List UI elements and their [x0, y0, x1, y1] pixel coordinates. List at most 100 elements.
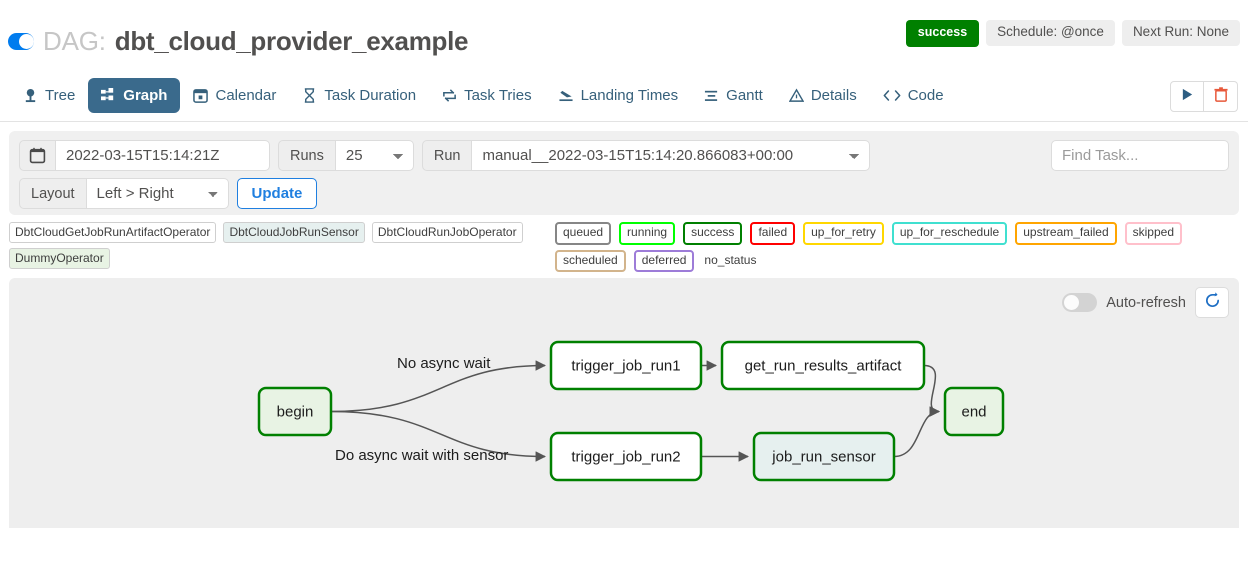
- layout-select[interactable]: Left > Right: [86, 178, 229, 209]
- trash-icon: [1213, 86, 1228, 107]
- graph-edge: [330, 410, 547, 462]
- trigger-dag-button[interactable]: [1170, 81, 1204, 112]
- status-legend-chip[interactable]: deferred: [633, 249, 695, 273]
- tab-code[interactable]: Code: [870, 78, 957, 113]
- tab-task-tries[interactable]: Task Tries: [429, 78, 545, 113]
- node-box: [257, 386, 333, 437]
- tab-label: Task Duration: [324, 87, 417, 104]
- tab-landing-times[interactable]: Landing Times: [545, 78, 692, 113]
- status-legend-chip[interactable]: upstream_failed: [1015, 222, 1117, 245]
- node-label: end: [961, 403, 986, 420]
- refresh-icon: [1204, 291, 1221, 314]
- delete-dag-button[interactable]: [1204, 81, 1238, 112]
- dag-action-buttons: [1170, 81, 1238, 112]
- operator-legend-chip[interactable]: DbtCloudJobRunSensor: [223, 222, 365, 244]
- operator-legend-chip[interactable]: DbtCloudRunJobOperator: [371, 222, 523, 244]
- tab-gantt[interactable]: Gantt: [691, 78, 776, 113]
- calendar-icon: [193, 88, 209, 103]
- graph-edge: [893, 406, 941, 458]
- node-box: [720, 340, 926, 391]
- status-legend-chip[interactable]: scheduled: [555, 249, 626, 273]
- schedule-badge[interactable]: Schedule: @once: [986, 20, 1115, 47]
- tab-label: Graph: [123, 87, 168, 104]
- execution-date-group: [19, 140, 270, 171]
- status-badge: success: [905, 20, 980, 47]
- auto-refresh-label: Auto-refresh: [1106, 294, 1186, 311]
- graph-node-begin[interactable]: begin: [257, 386, 333, 437]
- code-brackets-icon: [883, 88, 901, 103]
- node-label: get_run_results_artifact: [745, 357, 903, 374]
- graph-node-trigger_job_run1[interactable]: trigger_job_run1: [549, 340, 703, 391]
- tab-label: Calendar: [215, 87, 277, 104]
- hourglass-icon: [302, 88, 317, 103]
- controls-row-2: Layout Left > Right Update: [19, 178, 1229, 209]
- tree-icon: [23, 88, 38, 103]
- tab-label: Landing Times: [580, 87, 679, 104]
- node-box: [549, 431, 703, 482]
- graph-edge: [330, 360, 547, 413]
- auto-refresh-controls: Auto-refresh: [1062, 287, 1229, 318]
- header-badges: success Schedule: @once Next Run: None: [905, 20, 1240, 47]
- graph-nodes: begin trigger_job_run1 get_run_results_art…: [257, 340, 1005, 482]
- tab-label: Gantt: [726, 87, 763, 104]
- graph-edge-label: No async wait: [397, 355, 491, 372]
- graph-legend: DbtCloudGetJobRunArtifactOperator DbtClou…: [9, 222, 1239, 273]
- no-status-legend-label: no_status: [704, 252, 757, 267]
- runs-label: Runs: [278, 140, 336, 171]
- find-task-input[interactable]: [1051, 140, 1229, 171]
- warning-triangle-icon: [788, 88, 804, 103]
- node-label: trigger_job_run2: [571, 448, 680, 465]
- graph-node-get_run_results_artifact[interactable]: get_run_results_artifact: [720, 340, 926, 391]
- graph-node-job_run_sensor[interactable]: job_run_sensor: [752, 431, 896, 482]
- gantt-icon: [704, 88, 719, 103]
- runs-select[interactable]: 25: [335, 140, 414, 171]
- operator-legend-chip[interactable]: DummyOperator: [9, 248, 110, 270]
- update-button[interactable]: Update: [236, 178, 318, 209]
- next-run-badge: Next Run: None: [1121, 20, 1240, 47]
- run-group: Run manual__2022-03-15T15:14:20.866083+0…: [421, 140, 871, 171]
- tab-list: Tree Graph Calendar Task Duration Task T: [10, 78, 957, 113]
- node-box: [752, 431, 896, 482]
- tab-graph[interactable]: Graph: [88, 78, 181, 113]
- layout-group: Layout Left > Right: [19, 178, 229, 209]
- refresh-button[interactable]: [1195, 287, 1229, 318]
- status-legend-chip[interactable]: skipped: [1124, 222, 1182, 245]
- operator-legend-chip[interactable]: DbtCloudGetJobRunArtifactOperator: [9, 222, 217, 244]
- calendar-icon[interactable]: [19, 140, 56, 171]
- status-legend-chip[interactable]: running: [619, 222, 676, 245]
- graph-node-end[interactable]: end: [943, 386, 1005, 437]
- tab-tree[interactable]: Tree: [10, 78, 88, 113]
- retry-icon: [442, 88, 457, 103]
- tab-label: Task Tries: [464, 87, 532, 104]
- runs-group: Runs 25: [278, 140, 414, 171]
- tab-label: Code: [907, 87, 944, 104]
- node-box: [943, 386, 1005, 437]
- landing-icon: [558, 88, 574, 103]
- tab-task-duration[interactable]: Task Duration: [289, 78, 429, 113]
- graph-edge: [923, 364, 941, 417]
- node-label: job_run_sensor: [771, 448, 875, 465]
- page-title: DAG: dbt_cloud_provider_example: [8, 26, 468, 57]
- dag-nav-tabs: Tree Graph Calendar Task Duration Task T: [0, 70, 1248, 122]
- graph-node-trigger_job_run2[interactable]: trigger_job_run2: [549, 431, 703, 482]
- execution-date-input[interactable]: [56, 140, 270, 171]
- status-legend-chip[interactable]: up_for_reschedule: [891, 222, 1008, 245]
- status-legend-chip[interactable]: up_for_retry: [803, 222, 884, 245]
- layout-label: Layout: [19, 178, 87, 209]
- tab-calendar[interactable]: Calendar: [180, 78, 289, 113]
- status-legend: queued running success failed up_for_retry up…: [555, 222, 1248, 273]
- tab-details[interactable]: Details: [776, 78, 870, 113]
- run-label: Run: [421, 140, 473, 171]
- dag-paused-toggle[interactable]: [8, 33, 34, 50]
- node-label: trigger_job_run1: [571, 357, 680, 374]
- status-legend-chip[interactable]: failed: [750, 222, 796, 245]
- run-select[interactable]: manual__2022-03-15T15:14:20.866083+00:00: [472, 140, 871, 171]
- status-legend-chip[interactable]: success: [683, 222, 743, 245]
- operator-legend: DbtCloudGetJobRunArtifactOperator DbtClou…: [9, 222, 539, 270]
- play-icon: [1181, 88, 1194, 106]
- status-legend-chip[interactable]: queued: [555, 222, 612, 245]
- auto-refresh-toggle[interactable]: [1062, 293, 1098, 312]
